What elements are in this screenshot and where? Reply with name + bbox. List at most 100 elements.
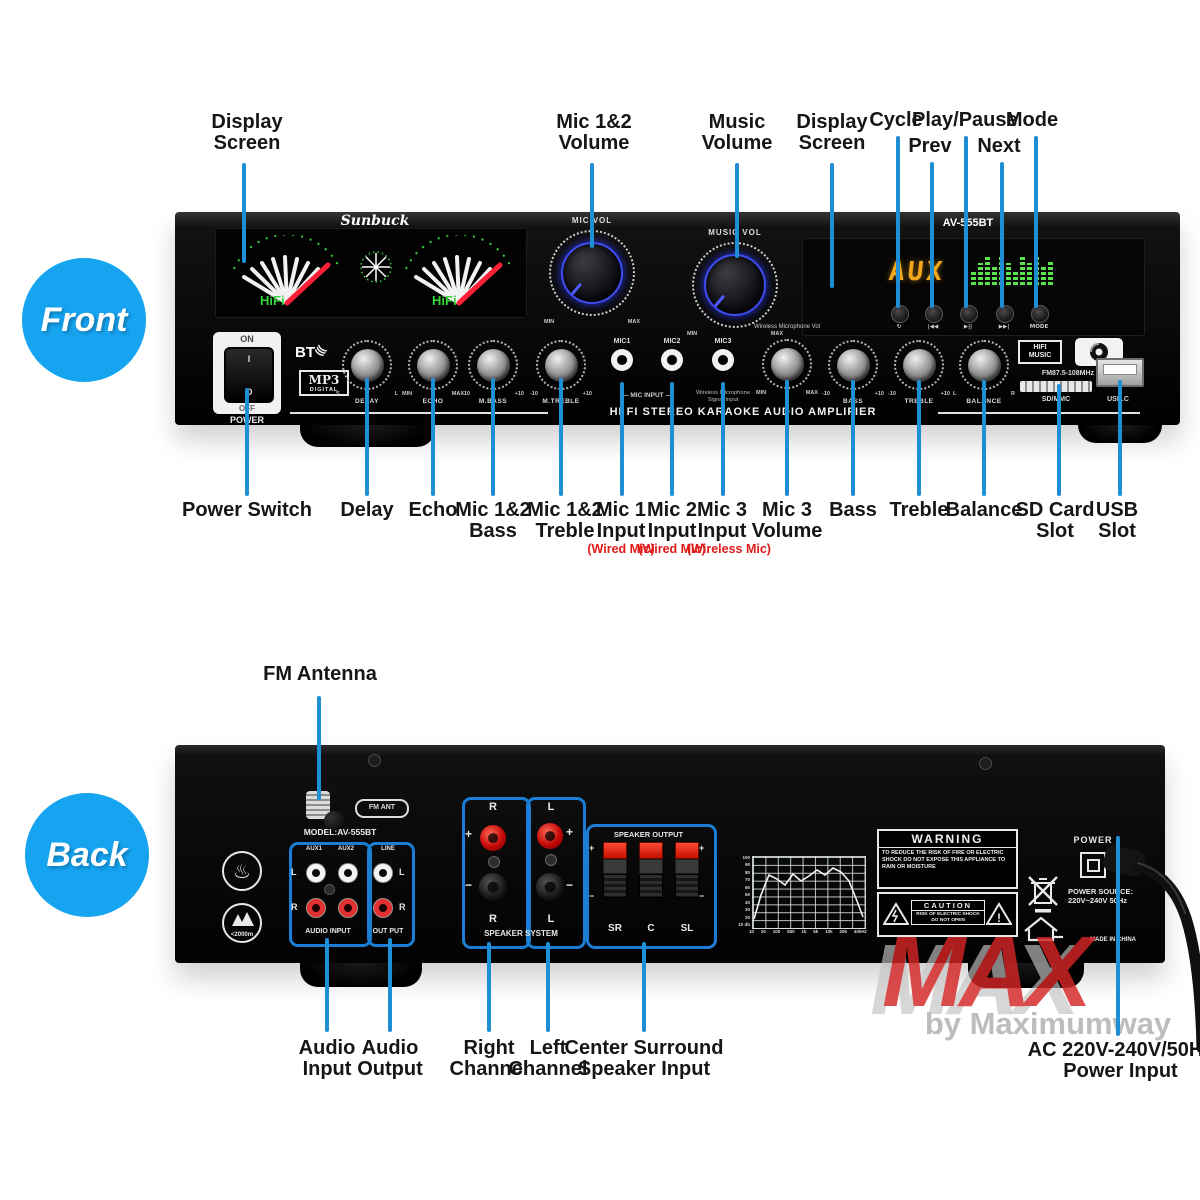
back-panel: FM ANT MODEL:AV-555BT ♨ <2000m AUX1 AUX2… [175,745,1165,963]
digital-label: DIGITAL [309,387,339,393]
callout-display-screen-right: Display Screen [796,111,868,154]
rca-jack-red [306,898,326,918]
minus-sign: − [589,891,595,901]
screw [368,754,381,767]
fm-range-label: FM87.5-108MHz [1041,370,1095,377]
mp3-digital-badge: MP3 DIGITAL [299,370,349,396]
spectrum-display [971,251,1053,285]
screw [545,854,557,866]
rocker-o: O [226,387,272,397]
vu-center-emblem [360,251,392,283]
callout-mic12-volume: Mic 1&2 Volume [556,111,632,154]
callout-mic3-volume: Mic 3 Volume [751,499,823,542]
signal-arcs-icon: ((( [312,344,328,358]
callout-line [431,378,435,496]
callout-line [317,696,321,800]
screw [324,884,335,895]
rca-jack-red [373,898,393,918]
left-channel-letter: L [291,867,297,877]
callout-mic3-input: Mic 3 Input(Wireless Mic) [687,499,771,557]
mic1-input-jack: MIC1 [597,338,647,371]
watermark-byline: by Maximumway [924,1006,1172,1041]
minus-sign: − [699,891,705,901]
left-channel-letter: L [399,867,405,877]
c-label: C [647,923,655,934]
sd-slot-label: SD/MMC [1041,396,1071,403]
svg-text:!: ! [997,911,1001,925]
binding-post-red [480,825,506,851]
line-label: LINE [381,846,395,852]
next-button [996,305,1014,323]
sd-card-slot [1020,381,1092,392]
callout-cycle: Cycle [869,109,923,131]
callout-line [1116,836,1120,1036]
minus-sign: − [566,878,574,892]
warning-body: TO REDUCE THE RISK OF FIRE OR ELECTRIC S… [882,850,1006,870]
back-badge: Back [25,793,149,917]
callout-treble: Treble [889,499,949,521]
callout-mode: Mode [1005,109,1059,131]
power-rocker: I O [224,347,274,403]
callout-line [1034,136,1038,308]
speaker-system-label: SPEAKER SYSTEM [484,929,558,938]
vu-meter-right: HiFi [405,235,513,308]
callout-mic1-input: Mic 1 Input(Wired Mic) [587,499,655,557]
callout-prev: Prev [908,135,952,157]
callout-line [917,380,921,496]
front-panel: Sunbuck HiFi [175,212,1180,425]
spring-terminal [675,842,699,898]
min-label: MIN [687,331,698,337]
right-channel-box [462,797,531,949]
callout-next: Next [977,135,1021,157]
front-badge: Front [22,258,146,382]
callout-line [642,942,646,1032]
callout-line [982,380,986,496]
binding-post-red [537,823,563,849]
next-icon: ▶▶| [998,324,1010,330]
aux1-label: AUX1 [305,846,322,852]
prev-button [925,305,943,323]
knob-dot-ring [692,242,778,328]
rca-jack-white [338,863,358,883]
callout-line [388,938,392,1032]
aux2-label: AUX2 [337,846,354,852]
hot-surface-icon: ♨ [222,851,262,891]
caution-panel: ! CAUTION RISK OF ELECTRIC SHOCK DO NOT … [877,892,1018,937]
speaker-output-box [586,824,717,949]
panel-title: HI FI STEREO KARAOKE AUDIO AMPLIFIER [548,406,938,418]
bt-label: BT [295,344,315,361]
mp3-label: MP3 [308,373,340,387]
callout-sd-card-slot: SD Card Slot [1015,499,1095,542]
callout-line [1118,380,1122,496]
knob-dot-ring [549,230,635,316]
callout-line [721,382,725,496]
spring-terminal [603,842,627,898]
power-source-label: POWER SOURCE:220V~240V 50Hz [1068,887,1134,905]
indoor-use-house-icon [1024,916,1063,942]
callout-line [242,163,246,263]
caution-title: CAUTION [912,901,984,911]
callout-line [930,162,934,308]
fm-ant-label: FM ANT [355,799,409,818]
speaker-l-letter: L [547,913,555,925]
callout-power-switch: Power Switch [181,499,313,521]
right-channel-letter: R [291,902,298,912]
back-model-label: MODEL:AV-555BT [303,827,377,837]
callout-line [1057,384,1061,496]
altitude-label: <2000m [230,932,254,938]
rca-jack-white [373,863,393,883]
wireless-mic-vol-label: Wireless Microphone Vol [753,324,821,330]
speaker-r-letter: R [489,913,497,925]
music-vol-label: MUSIC VOL [708,228,762,237]
cycle-icon: ↻ [896,324,902,330]
vu-display-screen: HiFi HiFi [215,228,527,318]
callout-line [559,378,563,496]
right-channel-letter: R [399,902,406,912]
play-pause-icon: ▶|| [963,324,973,330]
callout-balance: Balance [945,499,1023,521]
binding-post-black [536,873,564,901]
rca-jack-white [306,863,326,883]
watermark-logo: MAX [882,916,1092,1028]
